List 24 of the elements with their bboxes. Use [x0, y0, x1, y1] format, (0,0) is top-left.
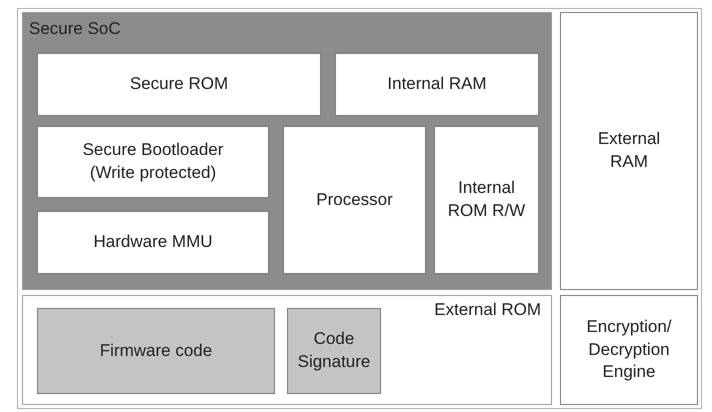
block-box: [37, 53, 321, 116]
block-box: [283, 126, 426, 274]
block-label: Internal ROM R/W: [446, 177, 526, 222]
block-box: [560, 12, 698, 290]
block-label: External RAM: [596, 128, 662, 173]
block-label: Processor: [315, 188, 394, 211]
block-label: Hardware MMU: [92, 231, 214, 254]
group-box: [22, 12, 552, 290]
block-box: [287, 308, 381, 394]
block-box: [335, 53, 539, 116]
block-label: Code Signature: [296, 328, 372, 373]
block-box: [37, 308, 275, 394]
group-box: [22, 295, 552, 405]
group-heading: External ROM: [434, 300, 541, 320]
block-label: Secure ROM: [128, 73, 230, 96]
block-label: Internal RAM: [386, 73, 488, 96]
group-heading: Secure SoC: [29, 19, 121, 39]
block-box: [37, 211, 269, 274]
block-label: Encryption/ Decryption Engine: [585, 316, 673, 384]
block-box: [560, 295, 698, 405]
block-label: Secure Bootloader (Write protected): [82, 139, 224, 184]
block-box: [37, 126, 269, 198]
block-box: [434, 126, 539, 274]
block-label: Firmware code: [98, 340, 214, 362]
